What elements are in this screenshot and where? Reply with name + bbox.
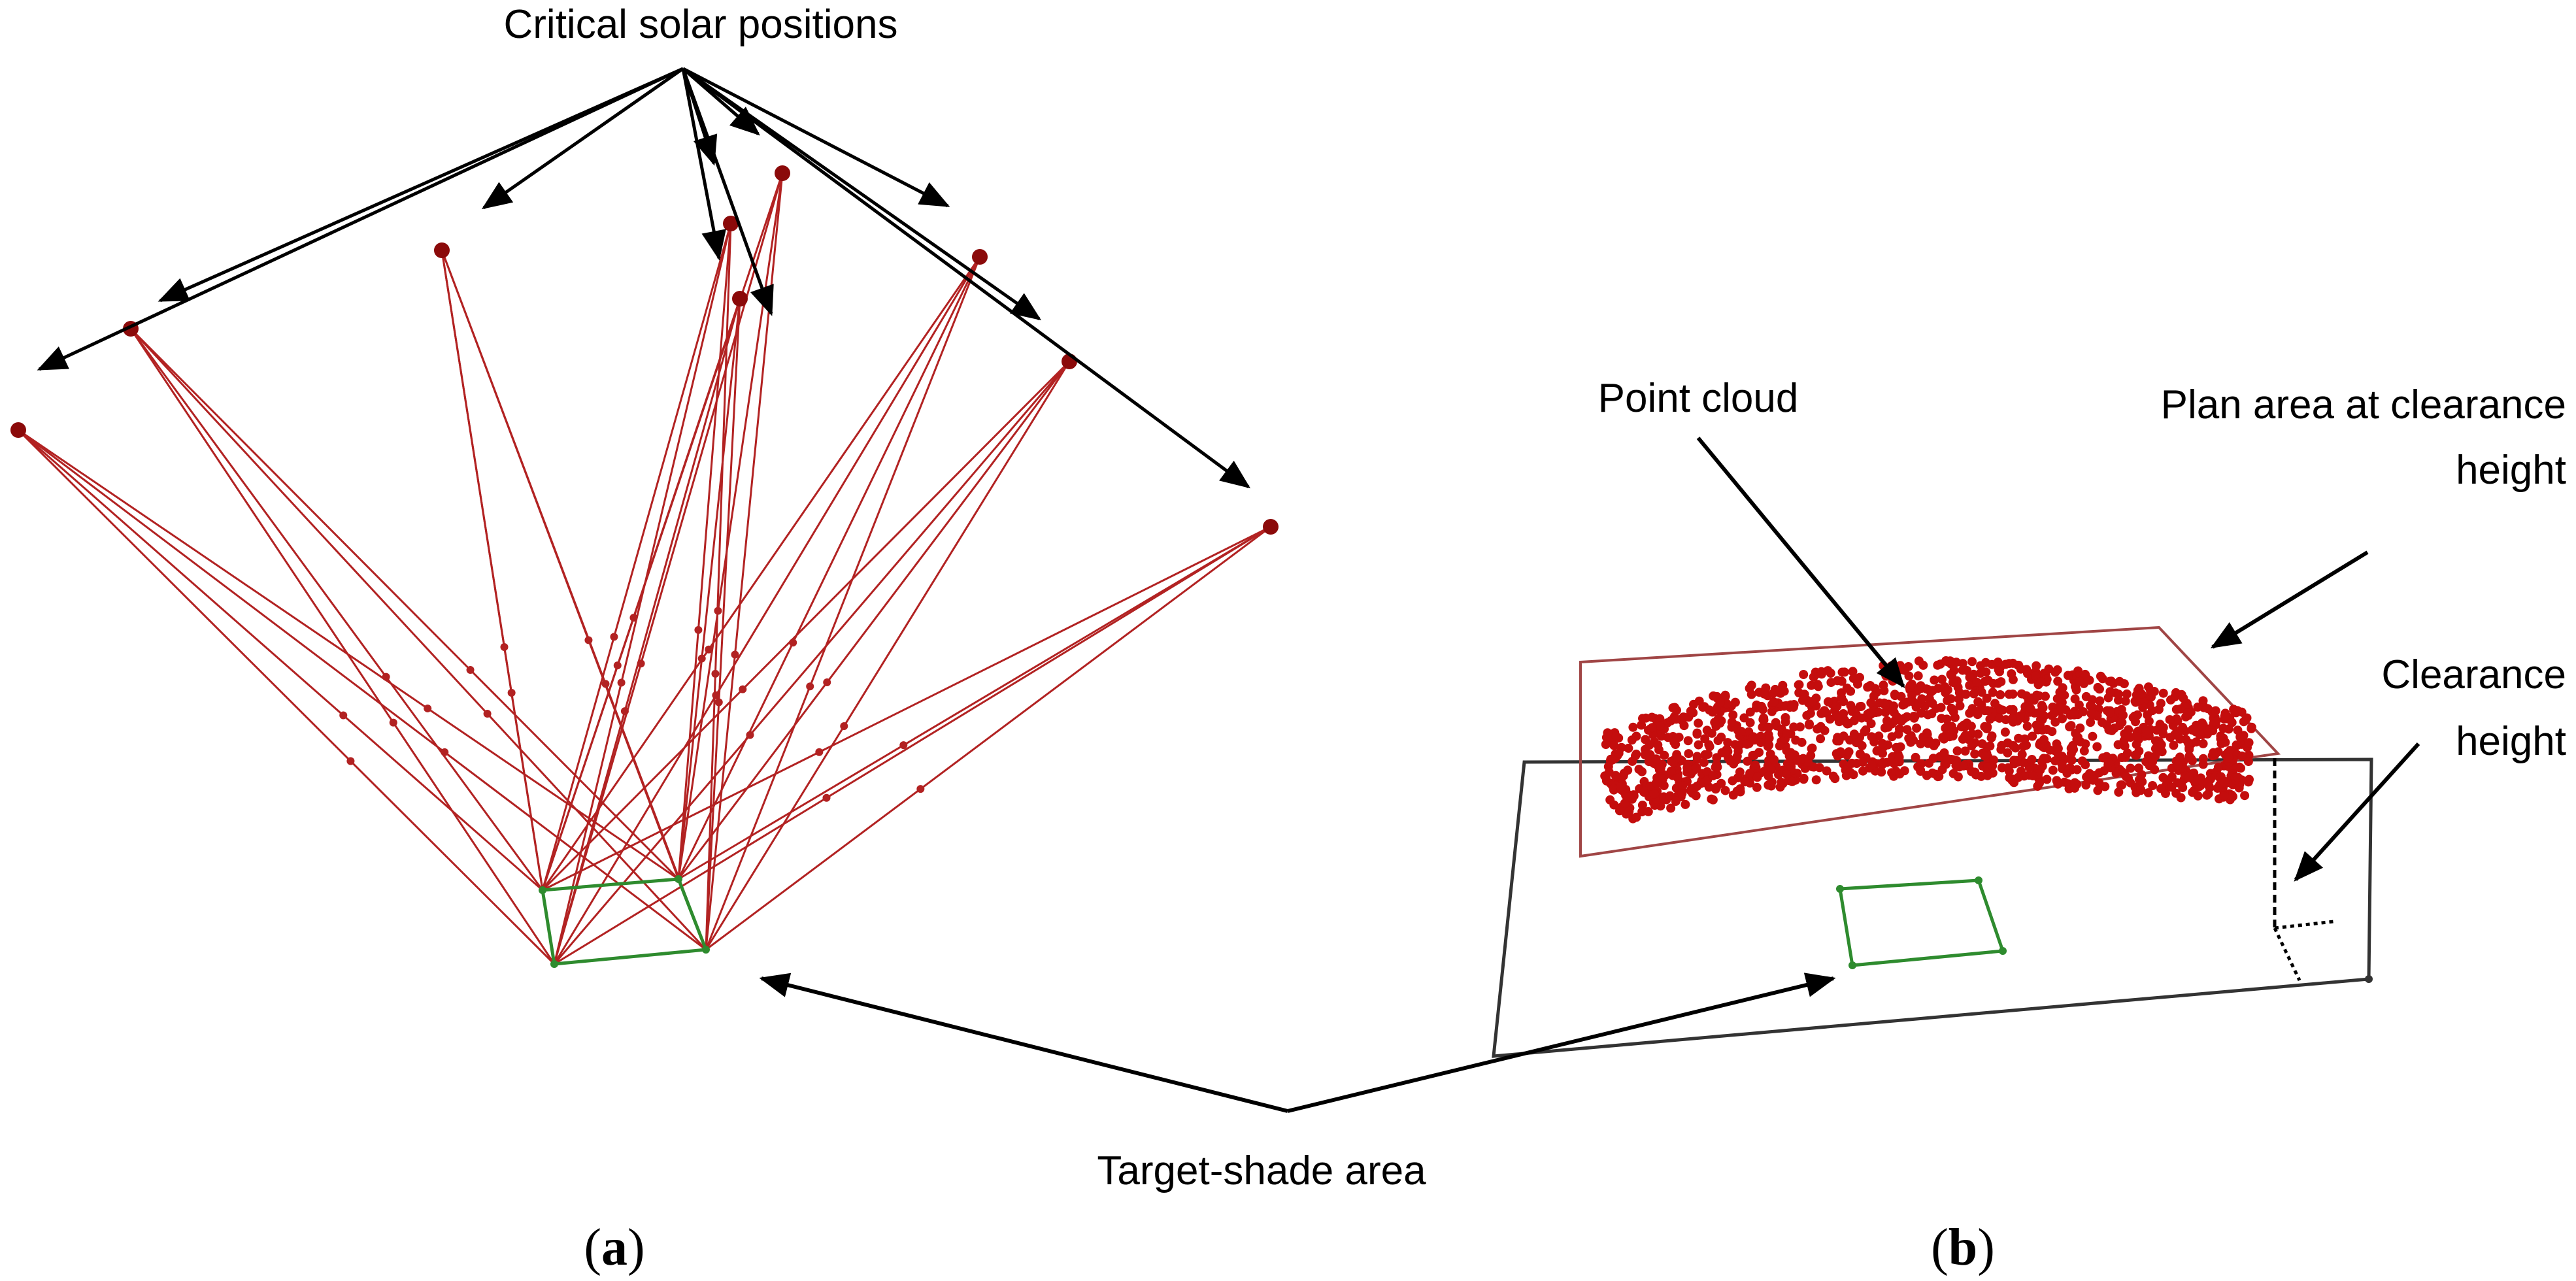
solar-arrow-1: [37, 67, 684, 371]
sun-position-6: [732, 291, 748, 307]
solar-arrow-9: [682, 67, 1042, 321]
plan-area-label-line2: height: [2456, 448, 2566, 493]
sun-position-4: [723, 216, 739, 231]
sun-position-3: [434, 242, 450, 258]
solar-arrow-10: [682, 67, 1251, 489]
target-shade-arrow-b: [1287, 973, 1836, 1113]
ray-midpoints: [339, 607, 925, 802]
ground-plane-corner: [2365, 975, 2373, 983]
panel-a: [10, 67, 1279, 968]
clearance-height-label-line1: Clearance: [2381, 652, 2566, 697]
sun-position-1: [10, 422, 26, 438]
solar-arrow-2: [158, 67, 684, 303]
point-cloud-arrow: [1696, 437, 1905, 688]
solar-arrow-3: [481, 67, 684, 210]
clearance-height-arrow: [2294, 742, 2420, 882]
annotation-arrows: [759, 437, 2420, 1113]
clearance-height-indicator: [2273, 758, 2334, 982]
solar-arrow-8: [682, 67, 950, 208]
solar-rays: [17, 173, 1271, 965]
panel-a-label: (a): [584, 1219, 644, 1276]
point-cloud: [1600, 656, 2256, 824]
plan-area-label-line1: Plan area at clearance: [2161, 382, 2566, 427]
plan-area-at-clearance: [1579, 625, 2281, 858]
solar-position-arrows: [37, 67, 1251, 489]
target-shade-area-label: Target-shade area: [1097, 1148, 1426, 1193]
target-shade-area-a: [539, 875, 710, 968]
clearance-height-label-line2: height: [2456, 719, 2566, 764]
panel-b-label: (b): [1931, 1219, 1995, 1276]
sun-position-5: [775, 165, 790, 181]
point-cloud-label: Point cloud: [1598, 376, 1799, 421]
sun-position-7: [972, 249, 988, 265]
sun-positions: [10, 165, 1279, 535]
target-shade-area-b: [1836, 876, 2007, 969]
plan-area-arrow: [2210, 550, 2369, 649]
sun-position-9: [1263, 519, 1279, 535]
critical-solar-positions-label: Critical solar positions: [504, 2, 898, 47]
panel-b: [1492, 625, 2373, 1058]
target-shade-arrow-a: [759, 973, 1288, 1113]
solar-arrow-6: [681, 68, 718, 166]
